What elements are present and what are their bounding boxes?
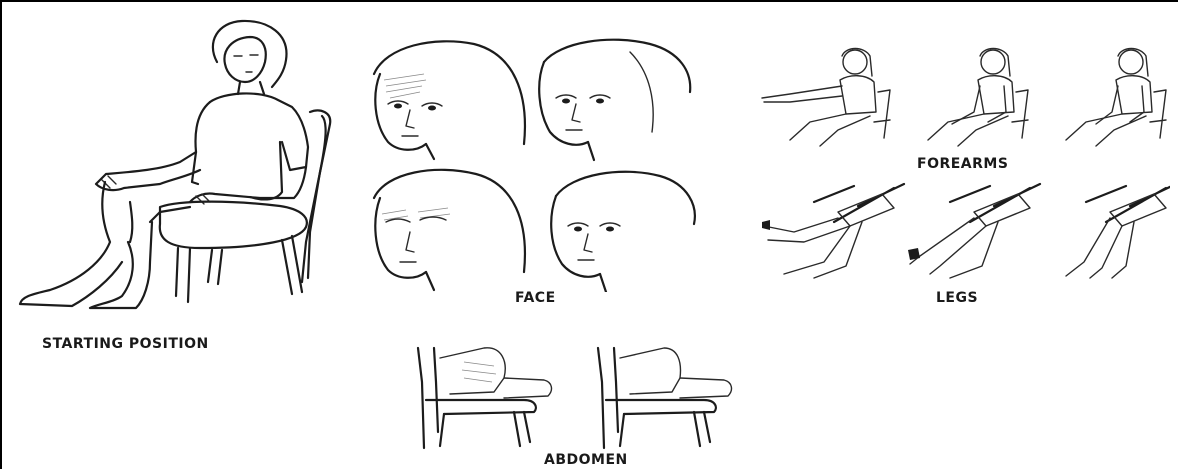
starting-position-illustration xyxy=(10,12,355,312)
label-legs: LEGS xyxy=(936,290,978,306)
face-illustration-tense-eyes xyxy=(364,162,534,292)
abdomen-illustration xyxy=(404,342,764,450)
label-forearms: FOREARMS xyxy=(917,156,1008,172)
label-abdomen: ABDOMEN xyxy=(544,452,628,468)
face-illustration-relaxed-forehead xyxy=(530,32,700,162)
face-illustration-tense-forehead xyxy=(364,34,534,162)
label-starting-position: STARTING POSITION xyxy=(42,336,209,352)
face-illustration-relaxed-eyes xyxy=(542,162,702,292)
label-face: FACE xyxy=(515,290,556,306)
legs-illustration xyxy=(754,182,1170,282)
forearms-illustration xyxy=(750,42,1170,152)
